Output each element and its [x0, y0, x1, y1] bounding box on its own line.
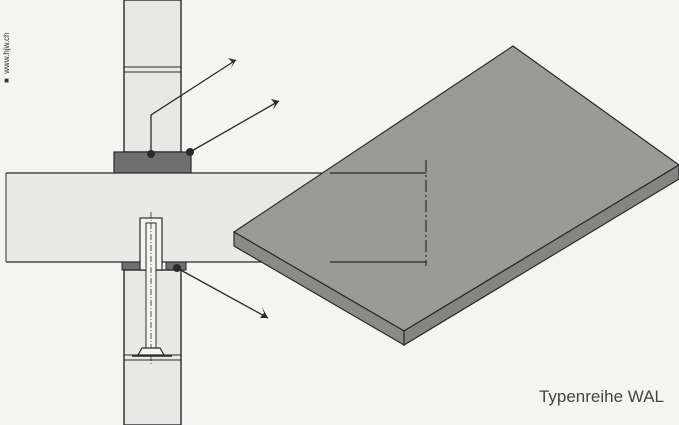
- leader-line-3: [173, 264, 269, 319]
- leader-line-2: [186, 99, 280, 156]
- leader-line-1: [147, 58, 237, 158]
- caption: Typenreihe WAL: [538, 387, 664, 406]
- source-url: ■ www.hjw.ch: [2, 32, 11, 83]
- slab-dimension-lines: [330, 160, 427, 266]
- upper-wall: [123, 0, 182, 153]
- anchor-dowel: [132, 212, 172, 365]
- insulation-panel: [232, 45, 679, 347]
- source-mark: ■ www.hjw.ch: [2, 8, 16, 98]
